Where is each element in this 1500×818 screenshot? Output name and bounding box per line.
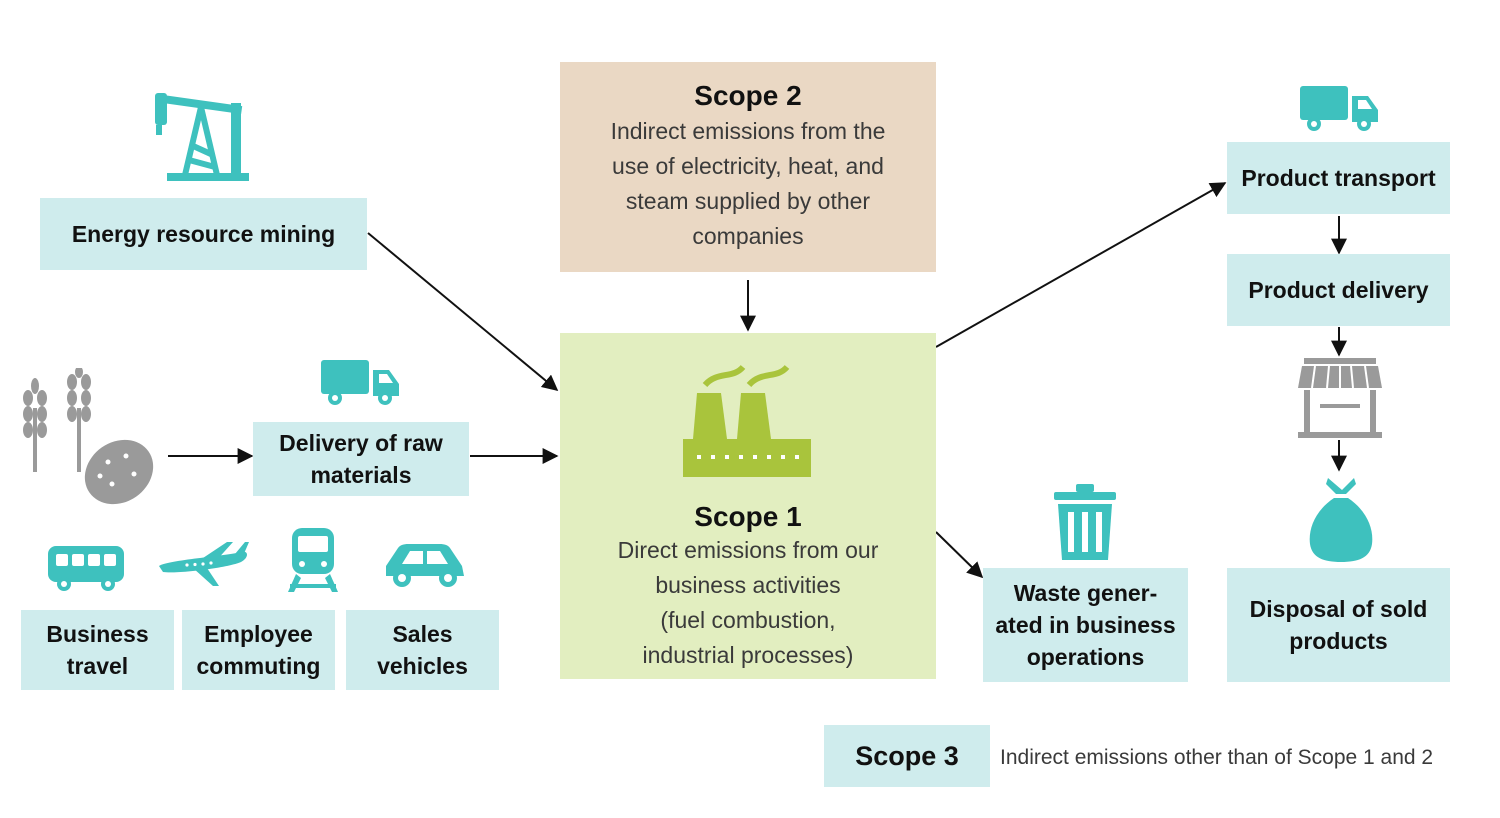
waste-label-line: ated in business xyxy=(995,612,1176,638)
employee-commuting-label-line: Employee xyxy=(204,621,313,647)
scope3-legend-description: Indirect emissions other than of Scope 1… xyxy=(1000,746,1434,769)
arrow-scope1-to-transport xyxy=(935,182,1227,348)
scope1-title: Scope 1 xyxy=(694,501,802,532)
scope1-desc-line: Direct emissions from our xyxy=(617,537,879,563)
potato-icon xyxy=(84,439,154,505)
employee-commuting-box: Employee commuting xyxy=(182,610,335,690)
energy-mining-label: Energy resource mining xyxy=(71,221,336,247)
arrow-mining-to-scope1 xyxy=(367,232,559,392)
sales-vehicles-label-line: vehicles xyxy=(377,653,468,679)
scope1-box: Scope 1 Direct emissions from our busine… xyxy=(560,333,936,679)
scope2-desc-line: use of electricity, heat, and xyxy=(612,153,884,179)
scope3-legend-box: Scope 3 xyxy=(824,725,990,787)
waste-label-line: operations xyxy=(1026,644,1145,670)
sales-vehicles-label-line: Sales xyxy=(392,621,453,647)
garbage-bag-icon xyxy=(1309,478,1373,562)
train-icon xyxy=(288,528,338,592)
scope1-desc-line: (fuel combustion, xyxy=(660,607,836,633)
scope3-legend-label: Scope 3 xyxy=(855,741,959,771)
scope2-desc-line: Indirect emissions from the xyxy=(610,118,886,144)
airplane-icon xyxy=(159,542,249,586)
store-icon xyxy=(1298,358,1382,438)
disposal-label-line: Disposal of sold xyxy=(1249,596,1428,622)
waste-box: Waste gener- ated in business operations xyxy=(983,568,1188,682)
truck-icon xyxy=(321,360,399,405)
product-delivery-label: Product delivery xyxy=(1248,277,1429,303)
truck-icon xyxy=(1300,86,1378,131)
employee-commuting-label-line: commuting xyxy=(196,653,321,679)
business-travel-box: Business travel xyxy=(21,610,174,690)
scope2-title: Scope 2 xyxy=(694,80,802,111)
product-delivery-box: Product delivery xyxy=(1227,254,1450,326)
scope2-desc-line: companies xyxy=(692,223,804,249)
trash-bin-icon xyxy=(1054,484,1116,560)
business-travel-label-line: travel xyxy=(66,653,129,679)
scope1-desc-line: industrial processes) xyxy=(642,642,854,668)
scope2-desc-line: steam supplied by other xyxy=(625,188,871,214)
disposal-label-line: products xyxy=(1289,628,1388,654)
car-icon xyxy=(386,544,464,587)
oil-pump-icon xyxy=(155,93,249,181)
arrow-scope1-to-waste xyxy=(935,531,984,579)
product-transport-box: Product transport xyxy=(1227,142,1450,214)
wheat-icon xyxy=(23,368,91,472)
factory-icon xyxy=(683,364,811,477)
waste-label-line: Waste gener- xyxy=(1013,580,1158,606)
business-travel-label-line: Business xyxy=(46,621,149,647)
product-transport-label: Product transport xyxy=(1241,165,1436,191)
bus-icon xyxy=(48,546,124,591)
scope1-desc-line: business activities xyxy=(655,572,841,598)
energy-mining-box: Energy resource mining xyxy=(40,198,367,270)
disposal-box: Disposal of sold products xyxy=(1227,568,1450,682)
sales-vehicles-box: Sales vehicles xyxy=(346,610,499,690)
raw-delivery-label-line: materials xyxy=(310,462,412,488)
scope2-box: Scope 2 Indirect emissions from the use … xyxy=(560,62,936,272)
raw-delivery-box: Delivery of raw materials xyxy=(253,422,469,496)
raw-delivery-label-line: Delivery of raw xyxy=(279,430,443,456)
